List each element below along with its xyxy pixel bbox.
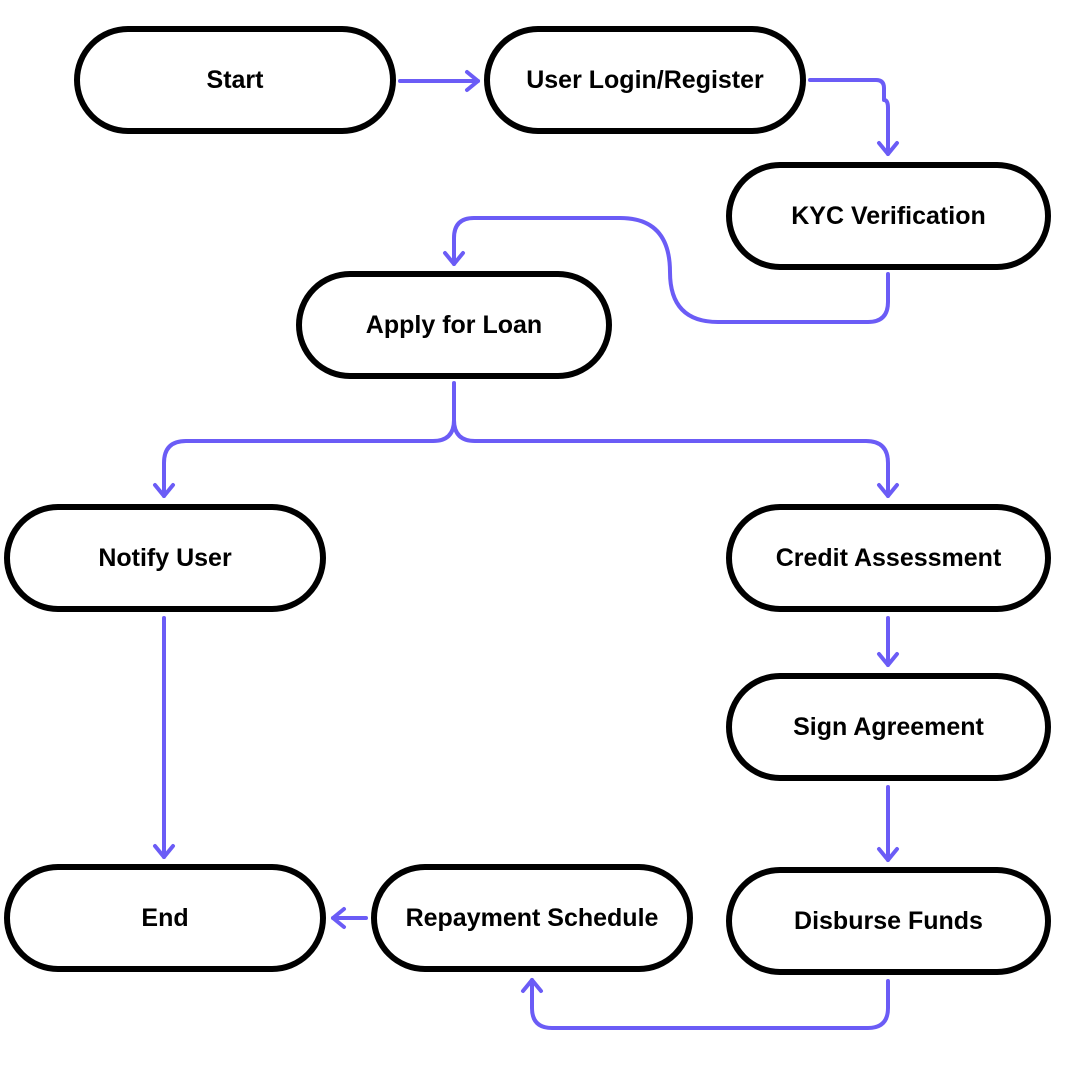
edge-apply-notify (153, 381, 456, 498)
node-notify-user: Notify User (4, 504, 326, 612)
node-start-label: Start (206, 65, 264, 94)
node-repayment-schedule-label: Repayment Schedule (405, 903, 659, 932)
edge-credit-sign (877, 616, 899, 667)
node-sign-agreement-label: Sign Agreement (793, 712, 984, 741)
node-repayment-schedule: Repayment Schedule (371, 864, 693, 972)
node-notify-user-label: Notify User (98, 543, 232, 572)
edge-disburse-repay (521, 978, 890, 1030)
edge-apply-credit (452, 418, 899, 498)
node-user-login-register-label: User Login/Register (526, 65, 764, 94)
node-apply-for-loan: Apply for Loan (296, 271, 612, 379)
edge-sign-disburse (877, 785, 899, 862)
node-credit-assessment: Credit Assessment (726, 504, 1051, 612)
edge-start-login (398, 70, 480, 92)
node-user-login-register: User Login/Register (484, 26, 806, 134)
node-sign-agreement: Sign Agreement (726, 673, 1051, 781)
node-kyc-verification-label: KYC Verification (791, 201, 986, 230)
node-disburse-funds-label: Disburse Funds (794, 906, 983, 935)
node-apply-for-loan-label: Apply for Loan (365, 310, 543, 339)
edge-login-kyc (808, 78, 899, 156)
node-end-label: End (141, 903, 189, 932)
node-credit-assessment-label: Credit Assessment (775, 543, 1002, 572)
edge-repay-end (331, 907, 368, 929)
edge-notify-end (153, 616, 175, 859)
edge-kyc-apply (443, 216, 890, 324)
node-kyc-verification: KYC Verification (726, 162, 1051, 270)
node-disburse-funds: Disburse Funds (726, 867, 1051, 975)
node-start: Start (74, 26, 396, 134)
node-end: End (4, 864, 326, 972)
